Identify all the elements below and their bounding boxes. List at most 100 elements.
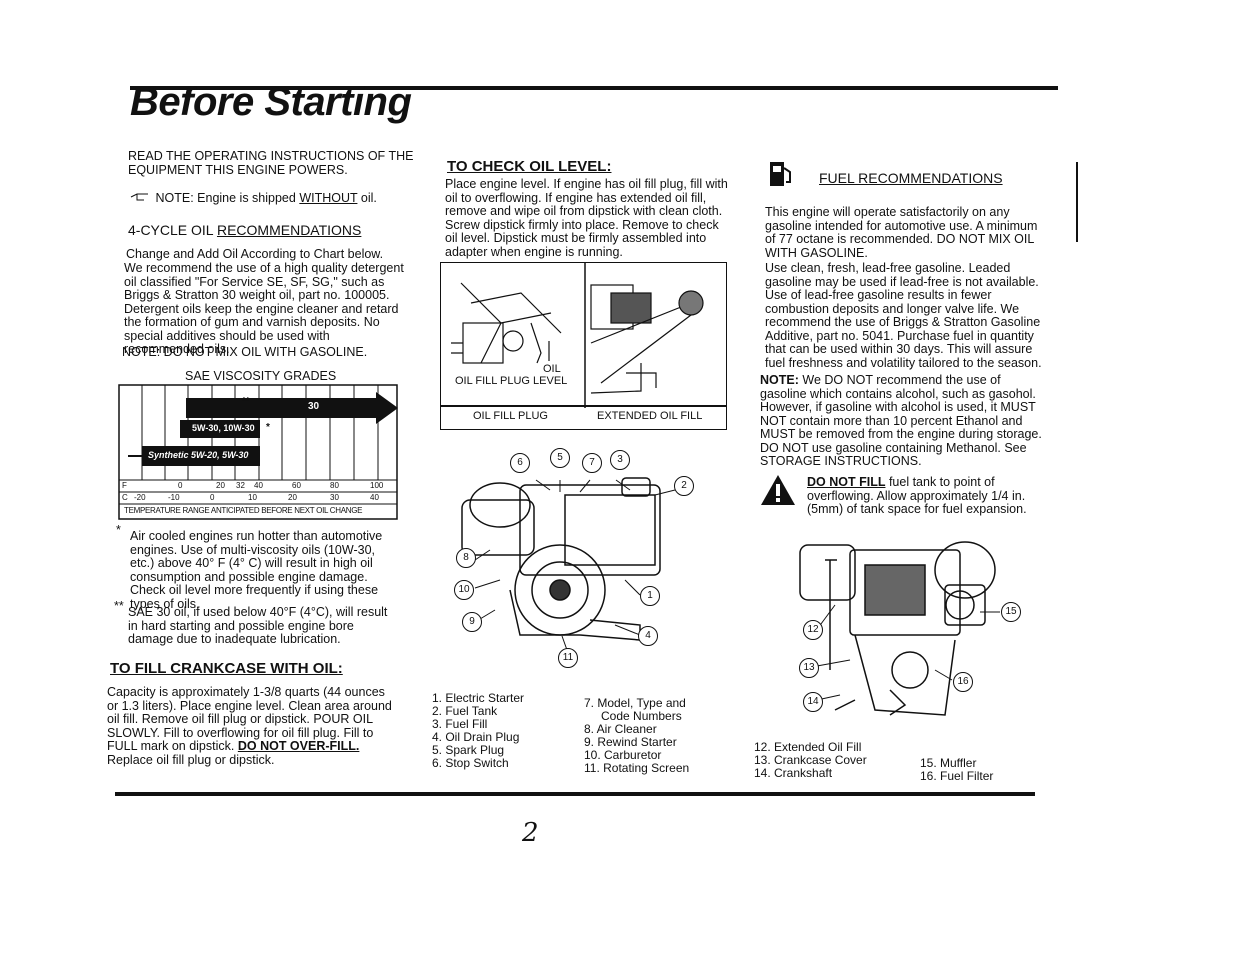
- legend-item: 6. Stop Switch: [432, 756, 509, 770]
- temp-f-tick: 80: [330, 481, 339, 490]
- bar-sae30: [186, 392, 398, 424]
- air-cooled-marker: *: [116, 523, 121, 537]
- check-oil-heading: TO CHECK OIL LEVEL:: [447, 158, 612, 175]
- page-number: 2: [522, 818, 539, 848]
- legend-item: 12. Extended Oil Fill: [754, 740, 862, 754]
- note-label: NOTE:: [760, 373, 799, 387]
- fill-text: Capacity is approximately 1-3/8 quarts (…: [107, 685, 392, 753]
- air-cooled-paragraph: Air cooled engines run hotter than autom…: [130, 529, 383, 611]
- chart-double-star: **: [242, 396, 250, 407]
- check-oil-paragraph: Place engine level. If engine has oil fi…: [445, 177, 728, 259]
- overfill-warning-text: DO NOT FILL fuel tank to point of overfl…: [807, 475, 1047, 517]
- overfill-warning: DO NOT OVER-FILL.: [237, 739, 360, 753]
- fill-crankcase-paragraph: Capacity is approximately 1-3/8 quarts (…: [107, 685, 395, 767]
- callout-14: 14: [803, 692, 823, 712]
- oil-fill-figure: OIL OIL FILL PLUG LEVEL OIL FILL PLUG EX…: [440, 262, 727, 430]
- callout-3: 3: [610, 450, 630, 470]
- temp-c-tick: -20: [134, 493, 146, 502]
- hand-pointer-icon: [130, 192, 152, 202]
- callout-13: 13: [799, 658, 819, 678]
- fuel-recommendations-heading: FUEL RECOMMENDATIONS: [819, 170, 1003, 186]
- legend-item: 9. Rewind Starter: [584, 735, 677, 749]
- temp-f-tick: 20: [216, 481, 225, 490]
- fig-label-oil: OIL: [543, 363, 561, 375]
- legend-item: 3. Fuel Fill: [432, 717, 488, 731]
- bar-sae30-label: 30: [308, 401, 320, 412]
- temp-f-scale: F 0 20 32 40 60 80 100: [118, 481, 400, 492]
- callout-6: 6: [510, 453, 530, 473]
- oil-recommendations-heading: 4-CYCLE OIL RECOMMENDATIONS: [128, 222, 361, 238]
- callout-4: 4: [638, 626, 658, 646]
- callout-7: 7: [582, 453, 602, 473]
- bar-synthetic: [142, 446, 260, 466]
- alcohol-note: NOTE: We DO NOT recommend the use of gas…: [760, 373, 1047, 469]
- do-not-fill-label: DO NOT FILL: [807, 475, 886, 489]
- intro-text: READ THE OPERATING INSTRUCTIONS OF THE E…: [128, 149, 414, 177]
- fig-label-plug-level: OIL FILL PLUG LEVEL: [455, 375, 568, 387]
- callout-5: 5: [550, 448, 570, 468]
- viscosity-chart: 30 5W-30, 10W-30 Synthetic 5W-20, 5W-30 …: [118, 384, 400, 520]
- legend-item: 16. Fuel Filter: [920, 769, 994, 783]
- chart-title: SAE VISCOSITY GRADES: [185, 369, 337, 383]
- temp-f-tick: 100: [370, 481, 384, 490]
- shipped-note: NOTE: Engine is shipped WITHOUT oil.: [130, 191, 420, 206]
- parts-legend-right: 7. Model, Type and Code Numbers 8. Air C…: [584, 697, 689, 775]
- legend-item: 7. Model, Type and: [584, 696, 686, 710]
- legend-item: 4. Oil Drain Plug: [432, 730, 520, 744]
- callout-15: 15: [1001, 602, 1021, 622]
- parts-legend-left: 1. Electric Starter 2. Fuel Tank 3. Fuel…: [432, 692, 524, 770]
- legend-item: Code Numbers: [601, 709, 682, 723]
- temp-c-scale: C -20 -10 0 10 20 30 40: [118, 493, 400, 504]
- callout-10: 10: [454, 580, 474, 600]
- note-suffix: oil.: [360, 191, 377, 205]
- legend-item: 13. Crankcase Cover: [754, 753, 867, 767]
- callout-1: 1: [640, 586, 660, 606]
- temp-f-tick: 60: [292, 481, 301, 490]
- fig-divider: [441, 405, 726, 407]
- temp-c-tick: 10: [248, 493, 257, 502]
- page-title: Before Starting: [130, 80, 412, 124]
- fig-caption-left: OIL FILL PLUG: [473, 410, 548, 422]
- callout-11: 11: [558, 648, 578, 668]
- legend-item: 14. Crankshaft: [754, 766, 833, 780]
- oil-recommend-paragraph: We recommend the use of a high quality d…: [124, 261, 404, 356]
- temp-f-tick: 32: [236, 481, 245, 490]
- bar-10w30-label: 5W-30, 10W-30: [192, 423, 255, 433]
- note-emphasis: WITHOUT: [299, 191, 358, 205]
- temp-c-tick: 40: [370, 493, 379, 502]
- warning-triangle-icon: [760, 474, 796, 506]
- temp-f-tick: 40: [254, 481, 263, 490]
- chart-single-star: *: [266, 422, 270, 433]
- callout-16: 16: [953, 672, 973, 692]
- callout-9: 9: [462, 612, 482, 632]
- note-text: We DO NOT recommend the use of gasoline …: [760, 373, 1042, 468]
- legend-item: 2. Fuel Tank: [432, 704, 498, 718]
- temp-c-label: C: [122, 493, 128, 502]
- bar-synthetic-label: Synthetic 5W-20, 5W-30: [148, 450, 249, 460]
- right-legend-left: 12. Extended Oil Fill 13. Crankcase Cove…: [754, 741, 867, 780]
- sae30-marker: **: [114, 599, 124, 613]
- engine-side-figure: 12 13 14 15 16: [795, 520, 1025, 735]
- fill-crankcase-heading: TO FILL CRANKCASE WITH OIL:: [110, 660, 343, 677]
- change-oil-line: Change and Add Oil According to Chart be…: [126, 247, 384, 261]
- top-rule: [130, 86, 1058, 90]
- temp-f-label: F: [122, 481, 127, 490]
- temp-c-tick: -10: [168, 493, 180, 502]
- fuel-paragraph-1: This engine will operate satisfactorily …: [765, 205, 1038, 260]
- callout-2: 2: [674, 476, 694, 496]
- legend-item: 1. Electric Starter: [432, 691, 525, 705]
- callout-12: 12: [803, 620, 823, 640]
- fuel-pump-icon: [768, 158, 792, 188]
- temp-c-tick: 30: [330, 493, 339, 502]
- margin-mark: [1076, 162, 1078, 242]
- legend-item: 11. Rotating Screen: [584, 761, 690, 775]
- temp-c-tick: 0: [210, 493, 215, 502]
- legend-item: 8. Air Cleaner: [584, 722, 657, 736]
- oil-heading-underlined: RECOMMENDATIONS: [216, 222, 362, 238]
- temp-f-tick: 0: [178, 481, 183, 490]
- engine-front-figure: 6 5 7 3 2 8 10 1 9 4 11: [450, 440, 720, 670]
- note-prefix: NOTE: Engine is shipped: [155, 191, 296, 205]
- right-legend-right: 15. Muffler 16. Fuel Filter: [920, 757, 993, 783]
- fill-end-text: Replace oil fill plug or dipstick.: [107, 752, 275, 767]
- bottom-rule: [115, 792, 1035, 796]
